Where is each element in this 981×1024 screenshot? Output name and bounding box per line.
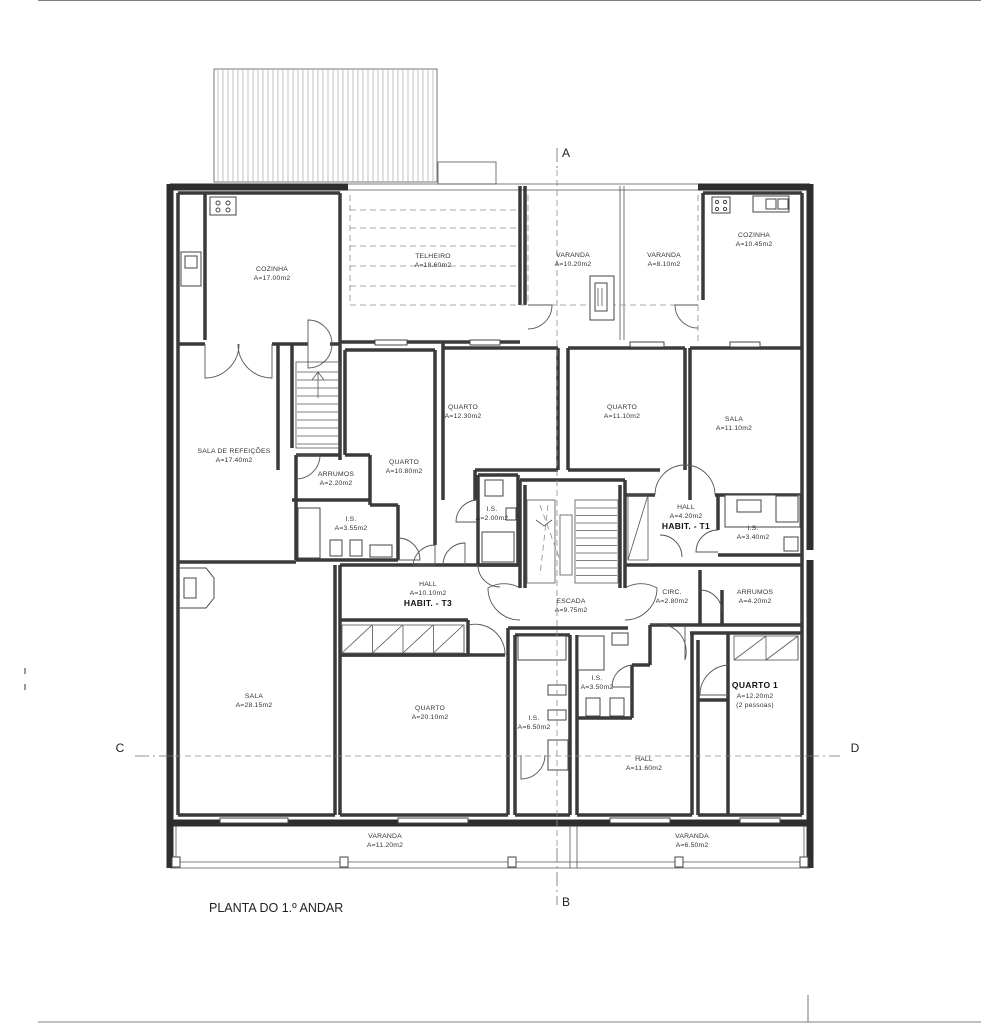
room-name: SALA — [245, 693, 263, 700]
room-name: COZINHA — [256, 266, 288, 273]
room-area: A=3.40m2 — [737, 534, 770, 541]
room-area: A=4.20m2 — [670, 513, 703, 520]
room-area: A=2.20m2 — [320, 480, 353, 487]
room-area: A=3.50m2 — [581, 684, 614, 691]
room-area: A=10.20m2 — [555, 261, 592, 268]
room-area: A=12.20m2 — [737, 693, 774, 700]
hatch-line — [733, 635, 767, 661]
unit-label-t1: HABIT. - T1 — [662, 521, 710, 531]
scale-tick — [24, 668, 26, 674]
room-area: A=6.50m2 — [518, 724, 551, 731]
room-name: I.S. — [592, 675, 603, 682]
room-labels: COZINHA A=17.00m2 TELHEIRO A=18.60m2 VAR… — [198, 232, 778, 849]
section-mark-d: D — [851, 741, 860, 755]
scale-tick — [24, 684, 26, 690]
room-name: VARANDA — [647, 252, 681, 259]
hatch-line — [627, 494, 649, 561]
room-area: A=12.30m2 — [445, 413, 482, 420]
room-name: HALL — [419, 581, 437, 588]
hatch-line — [372, 624, 403, 654]
exterior-walls — [166, 183, 814, 868]
section-mark-b: B — [562, 895, 570, 909]
room-name: HALL — [677, 504, 695, 511]
sheet-frame — [38, 0, 981, 1023]
room-name: TELHEIRO — [415, 253, 451, 260]
room-area: A=2.80m2 — [656, 598, 689, 605]
room-name: QUARTO — [415, 705, 445, 712]
room-area: A=10.80m2 — [386, 468, 423, 475]
front-balconies — [170, 817, 810, 869]
chimney-box — [437, 161, 497, 185]
room-area: A=11.10m2 — [716, 425, 752, 432]
wardrobes — [341, 494, 799, 661]
stair-left — [295, 361, 341, 449]
room-area: A=11.60m2 — [626, 765, 662, 772]
unit-label-t3: HABIT. - T3 — [404, 598, 452, 608]
room-area: A=3.55m2 — [335, 525, 368, 532]
hatch-line — [402, 624, 434, 654]
drawing-title: PLANTA DO 1.º ANDAR — [209, 901, 343, 915]
room-name: HALL — [635, 756, 653, 763]
room-area: A=11.10m2 — [604, 413, 640, 420]
room-note: (2 pessoas) — [736, 702, 774, 709]
room-name: I.S. — [529, 715, 540, 722]
kitchen-fixtures — [180, 195, 790, 287]
windows — [374, 339, 761, 348]
doors — [204, 304, 729, 780]
room-area: A=4.20m2 — [739, 598, 772, 605]
room-area: A=9.75m2 — [555, 607, 588, 614]
barbecue-symbol — [589, 275, 615, 321]
room-name: VARANDA — [675, 833, 709, 840]
room-name: ESCADA — [556, 598, 585, 605]
room-name: QUARTO 1 — [732, 680, 778, 690]
hatch-line — [341, 624, 373, 654]
room-name: VARANDA — [368, 833, 402, 840]
room-name: I.S. — [487, 506, 498, 513]
section-mark-a: A — [562, 146, 570, 160]
room-name: I.S. — [748, 525, 759, 532]
room-name: ARRUMOS — [318, 471, 354, 478]
stair-central — [526, 499, 619, 584]
room-area: A=20.10m2 — [412, 714, 449, 721]
roof-hatch — [213, 68, 438, 183]
room-name: ARRUMOS — [737, 589, 773, 596]
room-area: A=2.00m2 — [476, 515, 509, 522]
fireplace-symbol — [180, 567, 215, 609]
section-axes — [24, 148, 840, 905]
room-name: I.S. — [346, 516, 357, 523]
room-name: COZINHA — [738, 232, 770, 239]
room-name: QUARTO — [607, 404, 637, 411]
room-area: A=6.50m2 — [676, 842, 709, 849]
room-area: A=17.00m2 — [254, 275, 291, 282]
room-name: CIRC. — [662, 589, 682, 596]
room-area: A=10.10m2 — [410, 590, 447, 597]
room-area: A=8.10m2 — [648, 261, 681, 268]
hatch-line — [765, 635, 799, 661]
hatch-line — [433, 624, 464, 654]
room-area: A=28.15m2 — [236, 702, 273, 709]
room-name: SALA DE REFEIÇÕES — [198, 446, 271, 455]
room-area: A=17.40m2 — [216, 457, 253, 464]
room-name: SALA — [725, 416, 743, 423]
bathroom-fixtures — [297, 479, 801, 771]
room-area: A=11.20m2 — [367, 842, 403, 849]
room-name: QUARTO — [389, 459, 419, 466]
section-mark-c: C — [116, 741, 125, 755]
room-area: A=10.45m2 — [736, 241, 773, 248]
top-terraces — [348, 183, 699, 345]
room-name: VARANDA — [556, 252, 590, 259]
room-area: A=18.60m2 — [415, 262, 452, 269]
room-name: QUARTO — [448, 404, 478, 411]
